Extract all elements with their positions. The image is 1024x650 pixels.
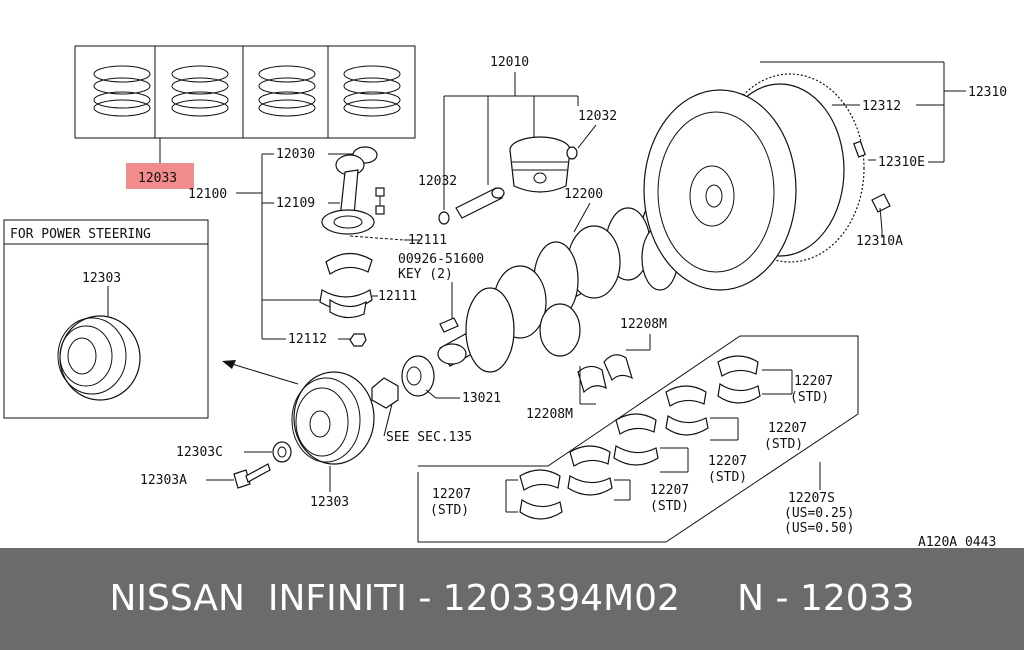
part-label-12030[interactable]: 12030	[276, 147, 315, 162]
part-label-12207s[interactable]: 12207S	[788, 491, 835, 506]
undersize-label-050: (US=0.50)	[784, 521, 854, 536]
std-label-c: (STD)	[708, 470, 747, 485]
footer-part-numbers: NISSAN INFINITI - 1203394M02 N - 12033	[109, 578, 915, 619]
std-label-e: (STD)	[430, 503, 469, 518]
part-label-12033[interactable]: 12033	[138, 171, 177, 186]
std-label-a: (STD)	[790, 390, 829, 405]
undersize-label-025: (US=0.25)	[784, 506, 854, 521]
part-label-12310a[interactable]: 12310A	[856, 234, 903, 249]
part-label-12010[interactable]: 12010	[490, 55, 529, 70]
bearing-shell-icon	[319, 289, 373, 319]
part-label-12310[interactable]: 12310	[968, 85, 1007, 100]
part-label-12112[interactable]: 12112	[288, 332, 327, 347]
highlighted-part-marker	[126, 163, 194, 189]
part-label-12208m-top[interactable]: 12208M	[620, 317, 667, 332]
part-label-12310e[interactable]: 12310E	[878, 155, 925, 170]
main-bearing-icon	[613, 413, 659, 466]
spacer-icon	[371, 377, 399, 409]
connecting-rod-group: 12100 12030 12109 12112 12111	[188, 146, 447, 347]
part-label-12207-a[interactable]: 12207	[794, 374, 833, 389]
flywheel-bolt-icon	[871, 193, 891, 231]
part-label-12100[interactable]: 12100	[188, 187, 227, 202]
flywheel-icon	[643, 73, 865, 291]
part-label-12303-main[interactable]: 12303	[310, 495, 349, 510]
part-label-12200[interactable]: 12200	[564, 187, 603, 202]
piston-ring-icon	[171, 65, 229, 117]
parts-diagram: 12033 FOR POWER STEERING 12303 12100 120…	[3, 45, 1007, 548]
part-label-12208m-bottom[interactable]: 12208M	[526, 407, 573, 422]
snap-ring-icon	[438, 146, 578, 225]
bolt-icon	[233, 463, 271, 489]
connecting-rod-icon	[321, 146, 385, 235]
part-label-12303c[interactable]: 12303C	[176, 445, 223, 460]
inset-title: FOR POWER STEERING	[10, 227, 151, 242]
piston-pin-icon	[455, 187, 505, 219]
nut-icon	[349, 333, 367, 347]
pulley-icon	[57, 315, 141, 401]
piston-ring-icon	[258, 65, 316, 117]
part-label-12303-inset[interactable]: 12303	[82, 271, 121, 286]
part-label-12032-right[interactable]: 12032	[578, 109, 617, 124]
part-label-12111-bottom[interactable]: 12111	[378, 289, 417, 304]
power-steering-inset: FOR POWER STEERING 12303	[3, 219, 209, 419]
dowel-pin-icon	[853, 140, 866, 158]
key-icon	[439, 317, 459, 333]
diagram-reference-code: A120A 0443	[918, 535, 996, 548]
main-bearing-icon	[665, 385, 709, 436]
bearing-shell-icon	[325, 252, 373, 275]
main-bearing-icon	[717, 355, 761, 404]
footer-banner: NISSAN INFINITI - 1203394M02 N - 12033	[0, 548, 1024, 650]
part-label-12207-e[interactable]: 12207	[432, 487, 471, 502]
std-label-d: (STD)	[650, 499, 689, 514]
part-label-12207-b[interactable]: 12207	[768, 421, 807, 436]
piston-ring-icon	[343, 65, 401, 117]
main-bearing-panel: 12207 (STD) 12207 (STD) 12207 (STD) 1220…	[417, 335, 859, 543]
part-label-12303a[interactable]: 12303A	[140, 473, 187, 488]
std-label-b: (STD)	[764, 437, 803, 452]
part-label-12207-d[interactable]: 12207	[650, 483, 689, 498]
main-bearing-icon	[567, 445, 613, 496]
piston-ring-set: 12033	[74, 45, 416, 189]
washer-icon	[272, 441, 292, 463]
part-label-12109[interactable]: 12109	[276, 196, 315, 211]
main-bearing-icon	[519, 469, 563, 520]
part-label-13021[interactable]: 13021	[462, 391, 501, 406]
part-label-12111-top[interactable]: 12111	[408, 233, 447, 248]
part-label-12207-c[interactable]: 12207	[708, 454, 747, 469]
piston-group: 12010 12032 12032	[418, 55, 617, 225]
key-part-number[interactable]: 00926-51600	[398, 252, 484, 267]
piston-ring-icon	[93, 65, 151, 117]
crank-pulley-icon	[291, 371, 375, 465]
part-label-12032-left[interactable]: 12032	[418, 174, 457, 189]
sprocket-icon	[401, 355, 435, 397]
key-label: KEY (2)	[398, 267, 453, 282]
part-label-12312[interactable]: 12312	[862, 99, 901, 114]
thrust-bearing-icon	[577, 354, 633, 394]
see-section-note[interactable]: SEE SEC.135	[386, 430, 472, 445]
arrow-icon	[222, 360, 299, 385]
piston-icon	[509, 136, 571, 193]
